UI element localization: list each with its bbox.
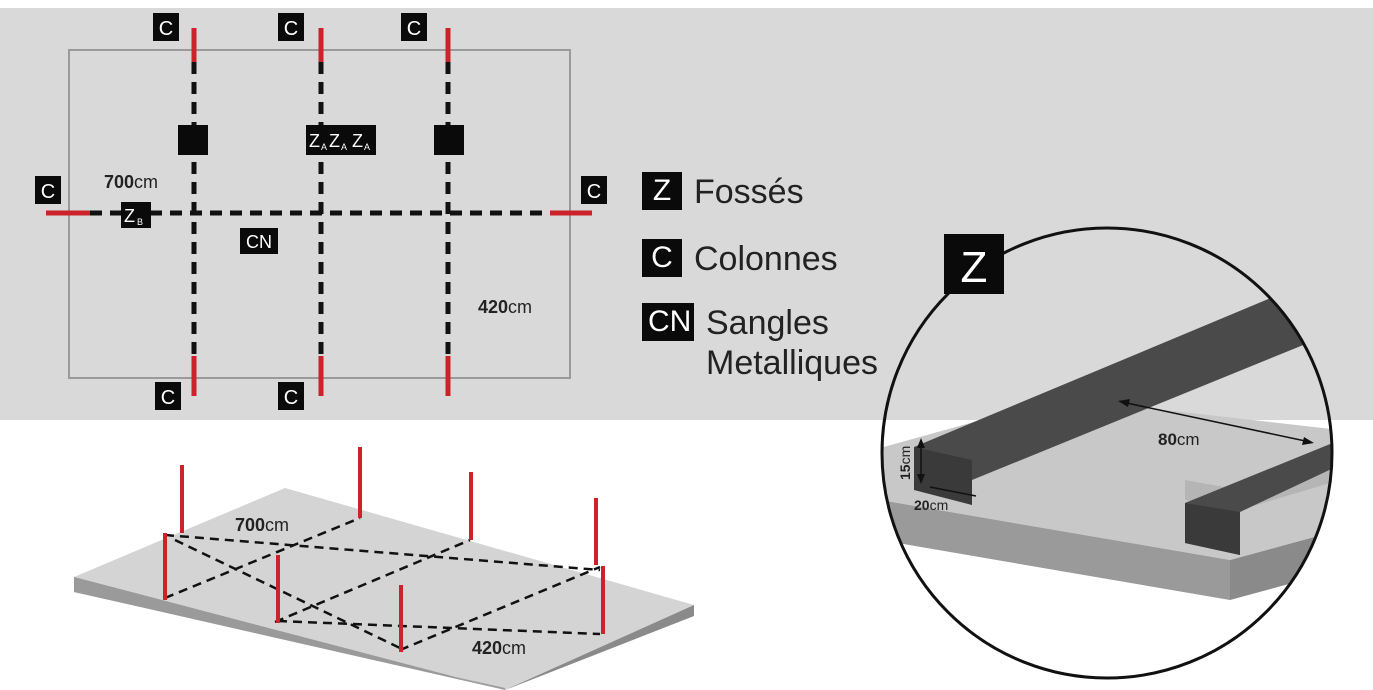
za-badge-bg bbox=[306, 125, 376, 155]
legend-label: Fossés bbox=[694, 173, 804, 211]
height-dimension: 15cm bbox=[897, 446, 913, 480]
column-badge: C bbox=[161, 387, 175, 409]
za-letter: Z bbox=[329, 131, 340, 151]
trench-detail: Z 80cm 15cm 20cm bbox=[880, 226, 1334, 680]
plan-width-dimension: 700cm bbox=[104, 172, 158, 192]
beam bbox=[914, 290, 1332, 480]
legend-item-fosses: Z Fossés bbox=[642, 172, 804, 212]
iso-trench-line bbox=[274, 538, 471, 624]
legend-badge: Z bbox=[642, 172, 682, 210]
iso-trench-line bbox=[174, 538, 401, 650]
zb-letter: Z bbox=[124, 206, 135, 226]
column-badge: C bbox=[587, 181, 601, 203]
plan-view: C C C C C C C Z A Z A Z A Z B CN 700cm 4… bbox=[35, 13, 607, 410]
column-badge: C bbox=[284, 18, 298, 40]
za-letter: Z bbox=[352, 131, 363, 151]
pad-square bbox=[434, 125, 464, 155]
cn-badge-bg bbox=[240, 228, 278, 254]
detail-badge: Z bbox=[961, 243, 988, 292]
column-badge-bg bbox=[35, 176, 61, 204]
column-badge-bg bbox=[278, 382, 304, 410]
iso-trench-line bbox=[164, 533, 601, 572]
column-badge: C bbox=[407, 18, 421, 40]
pad-square bbox=[178, 125, 208, 155]
isometric-view: 700cm 420cm bbox=[74, 447, 694, 690]
detail-slab-front bbox=[882, 500, 1230, 600]
spacing-arrow bbox=[1121, 401, 1311, 443]
trench-width-dimension: 20cm bbox=[914, 497, 948, 513]
iso-trench-line bbox=[277, 619, 601, 636]
legend-item-sangles: CN Sangles Metalliques bbox=[642, 303, 878, 383]
slab-edge-side bbox=[505, 605, 694, 690]
column-badge-bg bbox=[155, 382, 181, 410]
legend-badge: CN bbox=[642, 303, 694, 341]
za-sub: A bbox=[321, 142, 327, 152]
beam-end bbox=[914, 447, 972, 505]
za-sub: A bbox=[341, 142, 347, 152]
legend-item-colonnes: C Colonnes bbox=[642, 239, 838, 279]
za-sub: A bbox=[364, 142, 370, 152]
iso-trench-line bbox=[399, 565, 601, 652]
beam-end bbox=[1185, 503, 1240, 555]
spacing-dimension: 80cm bbox=[1158, 430, 1200, 449]
column-badge: C bbox=[159, 18, 173, 40]
column-badge-bg bbox=[401, 13, 427, 41]
slab-top bbox=[74, 488, 694, 690]
legend-badge: C bbox=[642, 239, 682, 277]
zb-sub: B bbox=[137, 217, 143, 227]
column-badge: C bbox=[41, 181, 55, 203]
column-badge-bg bbox=[278, 13, 304, 41]
detail-badge-bg bbox=[944, 234, 1004, 294]
legend-label: Colonnes bbox=[694, 240, 838, 278]
iso-width-dimension: 700cm bbox=[235, 515, 289, 535]
iso-trench-line bbox=[164, 516, 361, 600]
iso-depth-dimension: 420cm bbox=[472, 638, 526, 658]
zb-badge-bg bbox=[121, 202, 151, 228]
legend-label: Sangles Metalliques bbox=[706, 304, 878, 382]
column-badge: C bbox=[284, 387, 298, 409]
column-badge-bg bbox=[581, 176, 607, 204]
column-badge-bg bbox=[153, 13, 179, 41]
plan-depth-dimension: 420cm bbox=[478, 297, 532, 317]
cn-badge: CN bbox=[246, 232, 272, 252]
detail-circle-outline bbox=[880, 226, 1334, 680]
za-letter: Z bbox=[309, 131, 320, 151]
width-arrow bbox=[929, 486, 977, 497]
